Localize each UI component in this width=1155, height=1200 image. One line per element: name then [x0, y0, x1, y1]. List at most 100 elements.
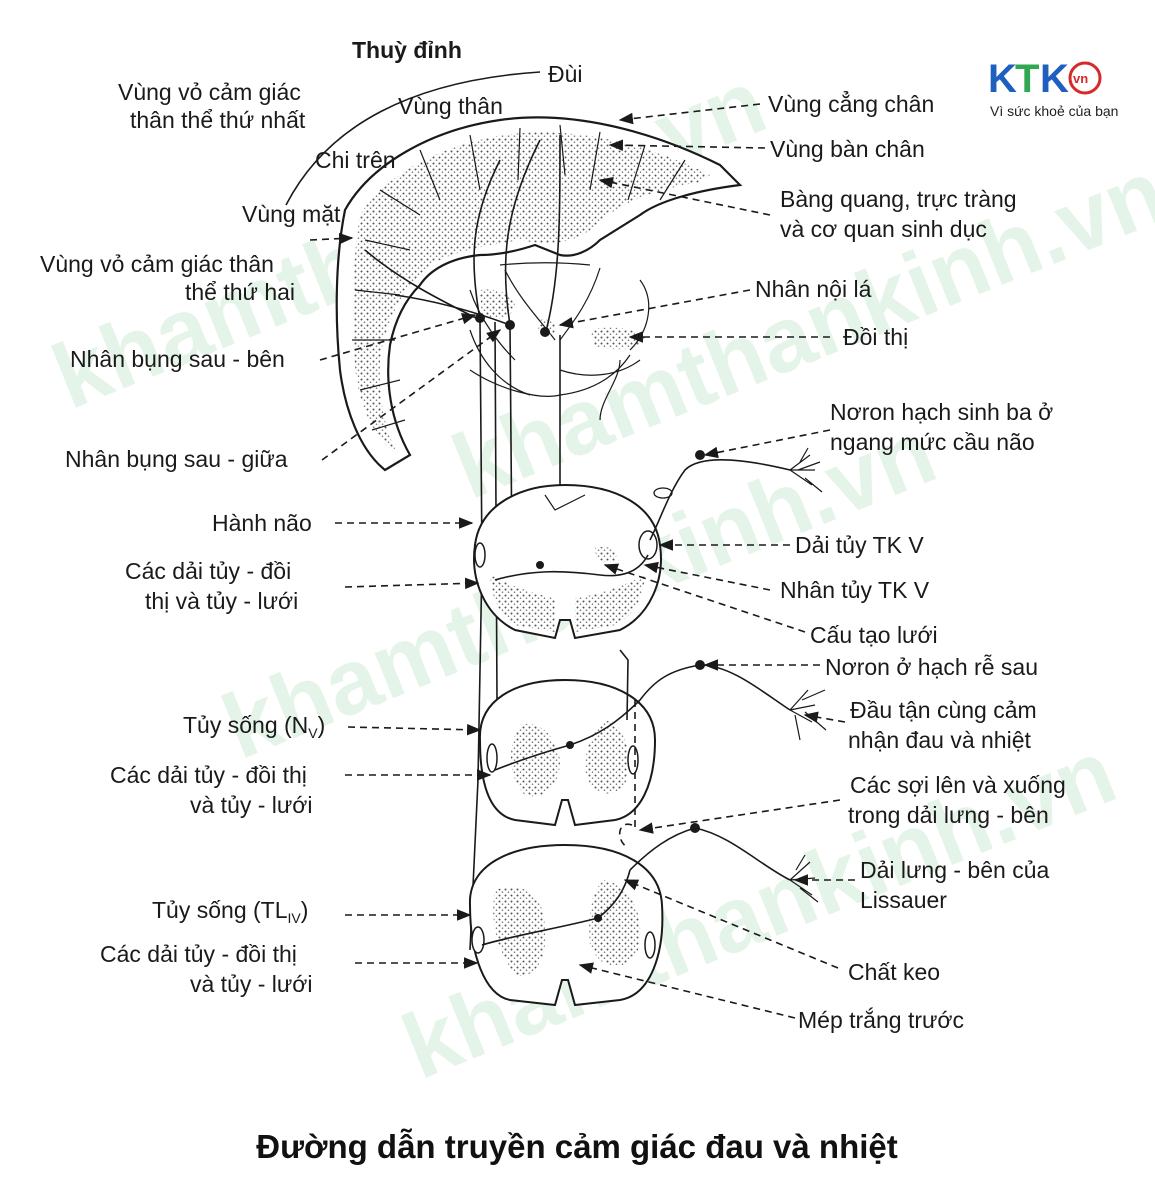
medulla-crossing-fiber	[494, 554, 649, 581]
cervical-section	[478, 649, 657, 830]
drg-neuron-cervical	[639, 660, 827, 741]
axon-to-s2b	[394, 294, 511, 326]
label-tuy-song-nv: Tủy sống (NV)	[183, 712, 325, 741]
label-vo-cam-giac-2b: thể thứ hai	[185, 279, 295, 305]
label-hanh-nao: Hành não	[212, 510, 312, 536]
axon-to-cortex-1	[473, 159, 501, 321]
medulla-stipple-center	[595, 547, 617, 562]
label-noron-re-sau: Nơron ở hạch rễ sau	[825, 654, 1038, 680]
lumbar-tract-icon	[471, 926, 485, 954]
label-dai-tuy-1b: thị và tủy - lưới	[145, 588, 298, 614]
label-dai-tuy-tkv: Dải tủy TK V	[795, 532, 924, 558]
leader-soi-len-xuong	[638, 799, 841, 834]
pain-receptor-ending-icon	[789, 689, 827, 741]
label-noron-sinh-ba-b: ngang mức cầu não	[830, 429, 1035, 455]
logo-circle-icon	[1068, 61, 1102, 95]
leader-bang-quang	[598, 176, 771, 216]
label-bang-quang-b: và cơ quan sinh dục	[780, 216, 987, 242]
label-vo-cam-giac-2a: Vùng vỏ cảm giác thân	[40, 251, 274, 277]
cervical-root	[619, 649, 629, 721]
brain-section	[285, 71, 743, 472]
figure-caption: Đường dẫn truyền cảm giác đau và nhiệt	[256, 1128, 898, 1165]
medulla-groove	[544, 494, 586, 511]
logo-letter-t: T	[1015, 57, 1039, 101]
medulla-neuron-icon	[536, 561, 544, 569]
label-bang-quang-a: Bàng quang, trực tràng	[780, 186, 1017, 212]
leader-nhan-tuy-tkv	[643, 561, 771, 591]
label-dui: Đùi	[548, 61, 583, 87]
drg-axon-cervical	[639, 664, 791, 711]
leader-mep-trang-truoc	[578, 962, 796, 1019]
trigeminal-ganglion-icon	[695, 450, 705, 460]
trigeminal-axon	[649, 459, 791, 541]
leader-ban-chan	[608, 139, 766, 152]
label-dai-tuy-2a: Các dải tủy - đồi thị	[110, 762, 307, 788]
label-dau-tan-cung-b: nhận đau và nhiệt	[848, 727, 1031, 753]
label-dai-lung-ben-b: Lissauer	[860, 887, 947, 913]
label-dai-tuy-3b: và tủy - lưới	[190, 971, 313, 997]
trigeminal-nerve-ending-icon	[789, 447, 823, 493]
leader-dau-tan-cung	[803, 711, 846, 723]
logo-letter-k2: K	[1040, 57, 1069, 101]
lumbar-tract-icon-right	[644, 931, 656, 959]
leader-nhan-bung-sau-giua	[321, 329, 502, 461]
label-dau-tan-cung-a: Đầu tận cùng cảm	[850, 697, 1037, 723]
trigeminal-neuron	[649, 447, 823, 541]
label-dai-lung-ben-a: Dải lưng - bên của	[860, 857, 1049, 883]
leader-tuy-song-nv	[347, 723, 482, 736]
label-cau-tao-luoi: Cấu tạo lưới	[810, 622, 938, 648]
labels: Thuỳ đỉnh Đùi Vùng vỏ cảm giác thân thể …	[40, 37, 1066, 1033]
vpl-nucleus	[480, 289, 515, 319]
label-nhan-bung-sau-giua: Nhân bụng sau - giữa	[65, 446, 288, 472]
lissauer-loop	[619, 823, 633, 849]
label-vung-cang-chan: Vùng cẳng chân	[768, 89, 934, 117]
ktk-logo: K T K vn Vì sức khoẻ của bạn	[988, 57, 1118, 119]
label-vung-ban-chan: Vùng bàn chân	[770, 136, 925, 162]
leader-noron-sinh-ba	[703, 429, 831, 459]
leader-lines	[309, 103, 855, 1019]
leader-dai-tuy-1	[344, 577, 480, 590]
drg-neuron-lumbar-icon	[690, 823, 700, 833]
label-tuy-song-tl: Tủy sống (TLIV)	[152, 897, 308, 926]
medulla-outline	[473, 483, 662, 640]
label-doi-thi: Đồi thị	[843, 324, 908, 350]
cervical-neuron-icon	[566, 741, 574, 749]
cortex-sulci	[352, 124, 686, 431]
label-nhan-bung-sau-ben: Nhân bụng sau - bên	[70, 346, 285, 372]
cervical-gray-left	[510, 724, 560, 797]
spinal-tract-v-icon	[638, 530, 658, 560]
cervical-tract-icon	[486, 743, 498, 773]
label-mep-trang-truoc: Mép trắng trước	[798, 1007, 964, 1033]
medulla-section	[473, 483, 673, 640]
label-nhan-tuy-tkv: Nhân tủy TK V	[780, 577, 930, 603]
medulla-stipple-left	[490, 575, 555, 632]
drg-neuron-icon	[695, 660, 705, 670]
label-dai-tuy-1a: Các dải tủy - đồi	[125, 558, 291, 584]
lumbar-gray-left	[493, 887, 546, 976]
intralaminar-neuron-icon	[540, 327, 550, 337]
label-noron-sinh-ba-a: Nơron hạch sinh ba ở	[830, 399, 1053, 425]
cervical-tract-icon-right	[627, 745, 639, 775]
logo-tagline: Vì sức khoẻ của bạn	[990, 103, 1118, 119]
logo-letter-k: K	[988, 57, 1017, 101]
leader-chat-keo	[623, 879, 839, 969]
label-chi-tren: Chi trên	[315, 147, 396, 173]
vpl-neuron-icon	[475, 313, 485, 323]
label-dai-tuy-2b: và tủy - lưới	[190, 792, 313, 818]
label-nhan-noi-la: Nhân nội lá	[755, 276, 872, 302]
label-vung-than: Vùng thân	[398, 93, 503, 119]
label-dai-tuy-3a: Các dải tủy - đồi thị	[100, 941, 297, 967]
axon-to-cortex-2	[504, 139, 541, 326]
lumbar-section	[468, 823, 664, 1007]
leader-nhan-noi-la	[558, 289, 751, 329]
label-soi-len-xuong-a: Các sợi lên và xuống	[850, 772, 1066, 798]
label-vo-cam-giac-1b: thân thể thứ nhất	[130, 107, 306, 133]
medulla-stipple-right	[575, 575, 645, 632]
label-chat-keo: Chất keo	[848, 959, 940, 985]
label-soi-len-xuong-b: trong dải lưng - bên	[848, 802, 1049, 828]
parietal-arc	[285, 71, 541, 206]
medulla-tract-icon	[474, 542, 486, 568]
logo-vn: vn	[1073, 71, 1088, 86]
label-vo-cam-giac-1a: Vùng vỏ cảm giác	[118, 79, 301, 105]
